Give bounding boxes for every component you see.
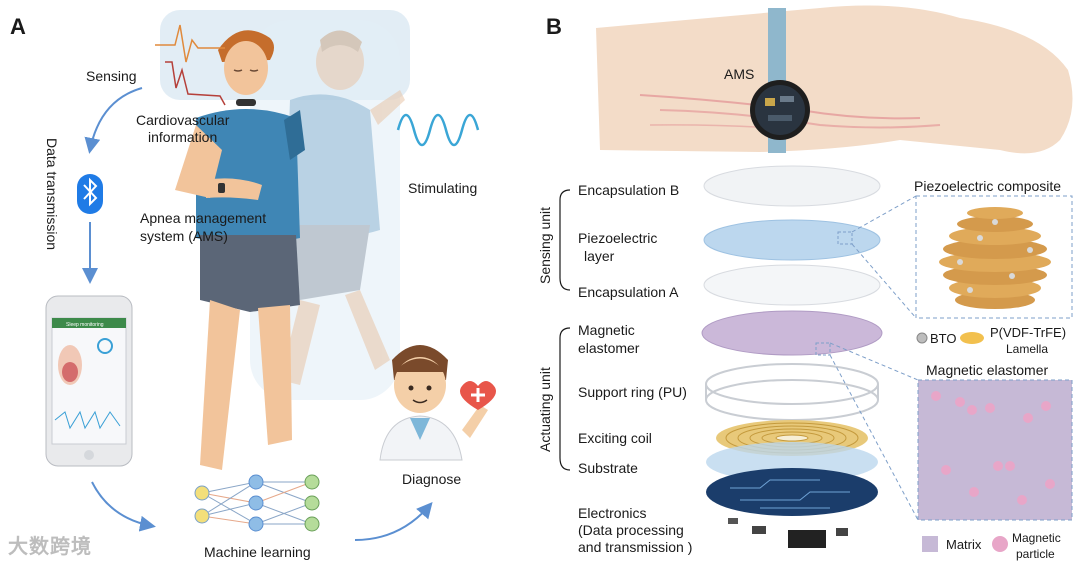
label-substrate: Substrate xyxy=(578,460,638,476)
panel-a-letter: A xyxy=(10,14,26,39)
watermark: 大数跨境 xyxy=(8,536,92,558)
label-diagnose: Diagnose xyxy=(402,471,462,487)
magnetic-elastomer-layer xyxy=(701,310,883,356)
label-ams-line1: Apnea management xyxy=(140,210,267,226)
magnetic-elastomer-inset xyxy=(917,379,1073,521)
sensing-signal-red xyxy=(165,61,226,106)
electronics-board xyxy=(706,468,878,548)
stimulating-wave xyxy=(396,113,480,147)
label-machine-learning: Machine learning xyxy=(204,544,311,560)
arrow-to-diagnose xyxy=(354,501,433,541)
magnetic-particle-swatch xyxy=(992,536,1008,552)
label-information: information xyxy=(148,129,218,145)
label-lamella: Lamella xyxy=(1006,342,1049,356)
label-sensing-unit: Sensing unit xyxy=(537,206,553,284)
bluetooth-icon xyxy=(77,174,103,214)
label-magnetic-line1: Magnetic xyxy=(578,322,635,338)
label-actuating-unit: Actuating unit xyxy=(537,367,553,452)
panel-b-letter: B xyxy=(546,14,562,39)
label-cardiovascular: Cardiovascular xyxy=(136,112,230,128)
bto-particle-icon xyxy=(916,332,928,344)
label-electronics-line3: and transmission ) xyxy=(578,539,693,555)
label-ams: AMS xyxy=(724,66,755,82)
label-pvdf: P(VDF-TrFE) xyxy=(990,325,1067,340)
label-ams-line2: system (AMS) xyxy=(140,228,228,244)
label-magnetic-line2: elastomer xyxy=(578,340,640,356)
support-ring xyxy=(705,363,879,421)
piezo-lamella-stack xyxy=(939,207,1051,309)
label-magnetic-particle-line2: particle xyxy=(1016,547,1055,561)
ams-device-icon xyxy=(750,80,810,140)
forearm-illustration xyxy=(596,5,1073,154)
smartphone-icon xyxy=(45,295,133,467)
encapsulation-a-layer xyxy=(703,264,881,306)
label-magnetic-particle-line1: Magnetic xyxy=(1012,531,1061,545)
lamella-icon xyxy=(960,332,984,344)
sleeping-figure xyxy=(175,30,305,470)
sensing-signal-orange xyxy=(155,24,225,63)
label-support-ring: Support ring (PU) xyxy=(578,384,687,400)
magnetic-particles xyxy=(931,391,1055,505)
label-piezo-line1: Piezoelectric xyxy=(578,230,658,246)
matrix-swatch xyxy=(922,536,938,552)
label-stimulating: Stimulating xyxy=(408,180,478,196)
arrow-to-ml xyxy=(91,481,156,532)
label-matrix: Matrix xyxy=(946,537,982,552)
actuating-unit-bracket xyxy=(559,327,571,471)
label-piezo-line2: layer xyxy=(584,248,615,264)
label-encapsulation-b: Encapsulation B xyxy=(578,182,680,198)
label-bto: BTO xyxy=(930,331,957,346)
label-piezo-composite: Piezoelectric composite xyxy=(914,178,1062,194)
doctor-icon xyxy=(379,345,496,461)
label-exciting-coil: Exciting coil xyxy=(578,430,652,446)
label-encapsulation-a: Encapsulation A xyxy=(578,284,679,300)
label-sensing: Sensing xyxy=(86,68,137,84)
arrow-sensing xyxy=(84,87,143,154)
phone-header: Sleep monitoring xyxy=(66,322,104,328)
encapsulation-b-layer xyxy=(703,165,881,207)
label-electronics-line2: (Data processing xyxy=(578,522,684,538)
neural-network-icon xyxy=(194,474,320,532)
label-electronics-line1: Electronics xyxy=(578,505,647,521)
piezoelectric-layer xyxy=(703,219,881,261)
label-magnetic-elastomer-inset: Magnetic elastomer xyxy=(926,362,1049,378)
sensing-unit-bracket xyxy=(559,189,571,291)
